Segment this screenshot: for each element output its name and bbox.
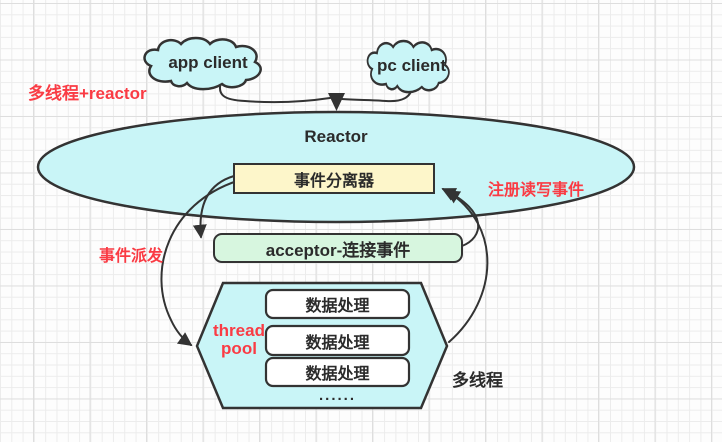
edge-thread-pool-to-dispatcher[interactable] (445, 190, 489, 343)
worker-box-2[interactable] (264, 324, 411, 357)
clients-to-reactor-arrowhead (328, 93, 345, 111)
annotation-register-events[interactable]: 注册读写事件 (488, 182, 585, 199)
annotation-dispatch-events[interactable]: 事件派发 (99, 248, 164, 265)
worker-box-1[interactable] (264, 288, 411, 320)
multithread-side-note[interactable]: 多线程 (452, 371, 503, 390)
acceptor-box[interactable] (213, 233, 463, 263)
app-client-cloud[interactable] (143, 36, 262, 91)
edge-dispatcher-to-thread-pool[interactable] (160, 180, 238, 347)
edge-app-client-to-reactor[interactable] (219, 81, 331, 103)
pc-client-cloud[interactable] (366, 39, 451, 94)
thread-pool-label[interactable]: thread pool (213, 321, 265, 358)
edge-dispatcher-to-acceptor[interactable] (192, 175, 235, 239)
event-dispatcher-box[interactable] (233, 163, 435, 194)
annotation-mode[interactable]: 多线程+reactor (28, 84, 147, 103)
worker-box-3[interactable] (264, 356, 411, 388)
edge-pc-client-to-reactor[interactable] (341, 86, 413, 103)
